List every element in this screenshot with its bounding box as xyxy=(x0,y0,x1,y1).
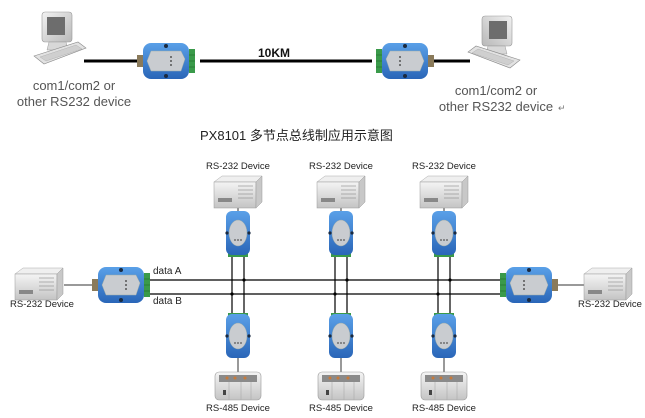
left-pc-label: com1/com2 or other RS232 device xyxy=(14,78,134,110)
converter-node-top-icon xyxy=(224,210,252,256)
rs232-node-label: RS-232 Device xyxy=(206,161,270,172)
left-end-device-label: RS-232 Device xyxy=(10,299,74,310)
rs232-device-node-icon xyxy=(213,175,263,209)
right-pc-label-line1: com1/com2 or xyxy=(454,83,538,98)
rs485-node-label: RS-485 Device xyxy=(206,403,270,414)
data-b-label: data B xyxy=(153,296,182,307)
junction-dot xyxy=(345,278,349,282)
rs485-node-label: RS-485 Device xyxy=(412,403,476,414)
data-a-label: data A xyxy=(153,266,182,277)
converter-node-top-icon xyxy=(327,210,355,256)
rs232-device-left-icon xyxy=(14,267,64,301)
junction-dot xyxy=(242,278,246,282)
rs485-device-node-icon xyxy=(420,371,468,401)
computer-left-icon xyxy=(33,11,87,65)
rs485-device-node-icon xyxy=(317,371,365,401)
right-end-device-label: RS-232 Device xyxy=(578,299,642,310)
converter-node-bottom-icon xyxy=(430,313,458,359)
rs485-node-label: RS-485 Device xyxy=(309,403,373,414)
paragraph-mark-icon: ↵ xyxy=(558,103,566,113)
junction-dot xyxy=(230,292,234,296)
rs485-device-node-icon xyxy=(214,371,262,401)
left-pc-label-line1: com1/com2 or xyxy=(32,78,116,93)
rs232-node-label: RS-232 Device xyxy=(309,161,373,172)
converter-top-left-icon xyxy=(136,42,196,80)
converter-node-bottom-icon xyxy=(224,313,252,359)
converter-node-bottom-icon xyxy=(327,313,355,359)
left-pc-label-line2: other RS232 device xyxy=(16,94,132,109)
junction-dot xyxy=(448,278,452,282)
rs232-device-right-icon xyxy=(583,267,633,301)
junction-dot xyxy=(333,292,337,296)
right-pc-label: com1/com2 or other RS232 device xyxy=(436,83,556,115)
rs232-device-node-icon xyxy=(316,175,366,209)
converter-bus-right-icon xyxy=(499,266,559,304)
converter-node-top-icon xyxy=(430,210,458,256)
rs232-device-node-icon xyxy=(419,175,469,209)
distance-label: 10KM xyxy=(258,46,291,60)
diagram-title: PX8101 多节点总线制应用示意图 xyxy=(200,128,393,143)
junction-dot xyxy=(436,292,440,296)
computer-right-icon xyxy=(467,15,521,69)
converter-top-right-icon xyxy=(375,42,435,80)
rs232-node-label: RS-232 Device xyxy=(412,161,476,172)
converter-bus-left-icon xyxy=(91,266,151,304)
right-pc-label-line2: other RS232 device xyxy=(438,99,554,114)
